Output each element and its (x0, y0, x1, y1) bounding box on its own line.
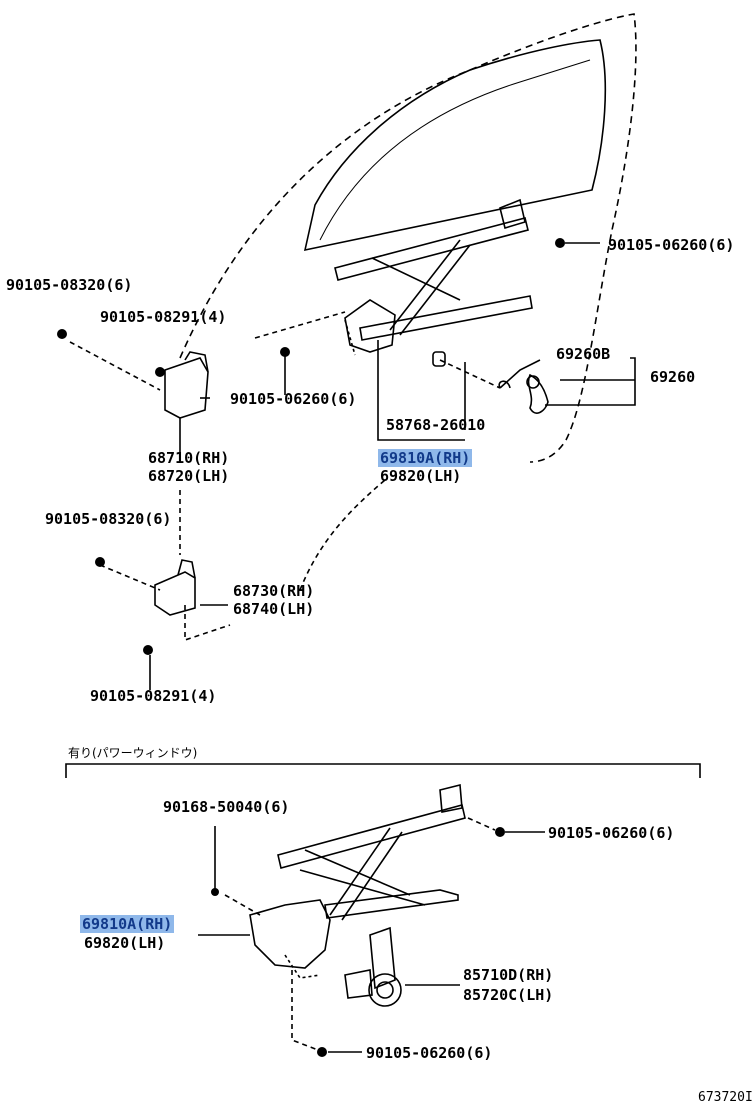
clip (498, 380, 511, 389)
label-68730-rh: 68730(RH) (233, 582, 315, 600)
lower-regulator-rail (277, 804, 466, 869)
lower-sector-gear (249, 899, 331, 969)
label-69810A-rh-upper[interactable]: 69810A(RH) (378, 449, 473, 467)
section-caption: 有り(パワーウィンドウ) (68, 746, 198, 760)
door-outline (179, 13, 637, 463)
label-68710-rh: 68710(RH) (148, 449, 230, 467)
bolt-icon (317, 1047, 327, 1057)
label-85720C-lh: 85720C(LH) (463, 986, 554, 1004)
label-90105-06260-upper: 90105-06260(6) (608, 236, 735, 254)
label-90105-08291-upper: 90105-08291(4) (100, 308, 227, 326)
bolt-icon (95, 557, 105, 567)
label-90168-50040: 90168-50040(6) (163, 798, 290, 816)
label-58768-26010: 58768-26010 (386, 416, 486, 434)
label-69260B: 69260B (556, 345, 611, 363)
label-90105-08291-lower: 90105-08291(4) (90, 687, 217, 705)
bushing (432, 351, 446, 367)
bolt-icon (155, 367, 165, 377)
bolt-icon (211, 888, 219, 896)
section-bracket (65, 763, 701, 778)
label-90105-06260-power-upper: 90105-06260(6) (548, 824, 675, 842)
upper-sector-gear (344, 299, 396, 353)
label-68720-lh: 68720(LH) (148, 467, 230, 485)
lower-hinge (154, 571, 196, 616)
bolt-icon (57, 329, 67, 339)
label-90105-08320-upper: 90105-08320(6) (6, 276, 133, 294)
label-69820-lh-lower: 69820(LH) (84, 934, 166, 952)
label-69820-lh-upper: 69820(LH) (380, 467, 462, 485)
window-handle (527, 373, 549, 414)
bolt-icon (280, 347, 290, 357)
motor (369, 926, 396, 990)
upper-regulator-rail (334, 217, 529, 281)
label-85710D-rh: 85710D(RH) (463, 966, 554, 984)
label-90105-08320-lower: 90105-08320(6) (45, 510, 172, 528)
bolt-icon (143, 645, 153, 655)
upper-hinge (164, 357, 209, 419)
label-90105-06260-power-lower: 90105-06260(6) (366, 1044, 493, 1062)
label-90105-06260-middle: 90105-06260(6) (230, 390, 357, 408)
bolt-icon (495, 827, 505, 837)
label-68740-lh: 68740(LH) (233, 600, 315, 618)
window-glass (303, 39, 607, 252)
bolt-icon (555, 238, 565, 248)
label-69810A-rh-lower[interactable]: 69810A(RH) (80, 915, 175, 933)
label-69260: 69260 (650, 368, 696, 386)
figure-id: 673720I (698, 1090, 753, 1105)
